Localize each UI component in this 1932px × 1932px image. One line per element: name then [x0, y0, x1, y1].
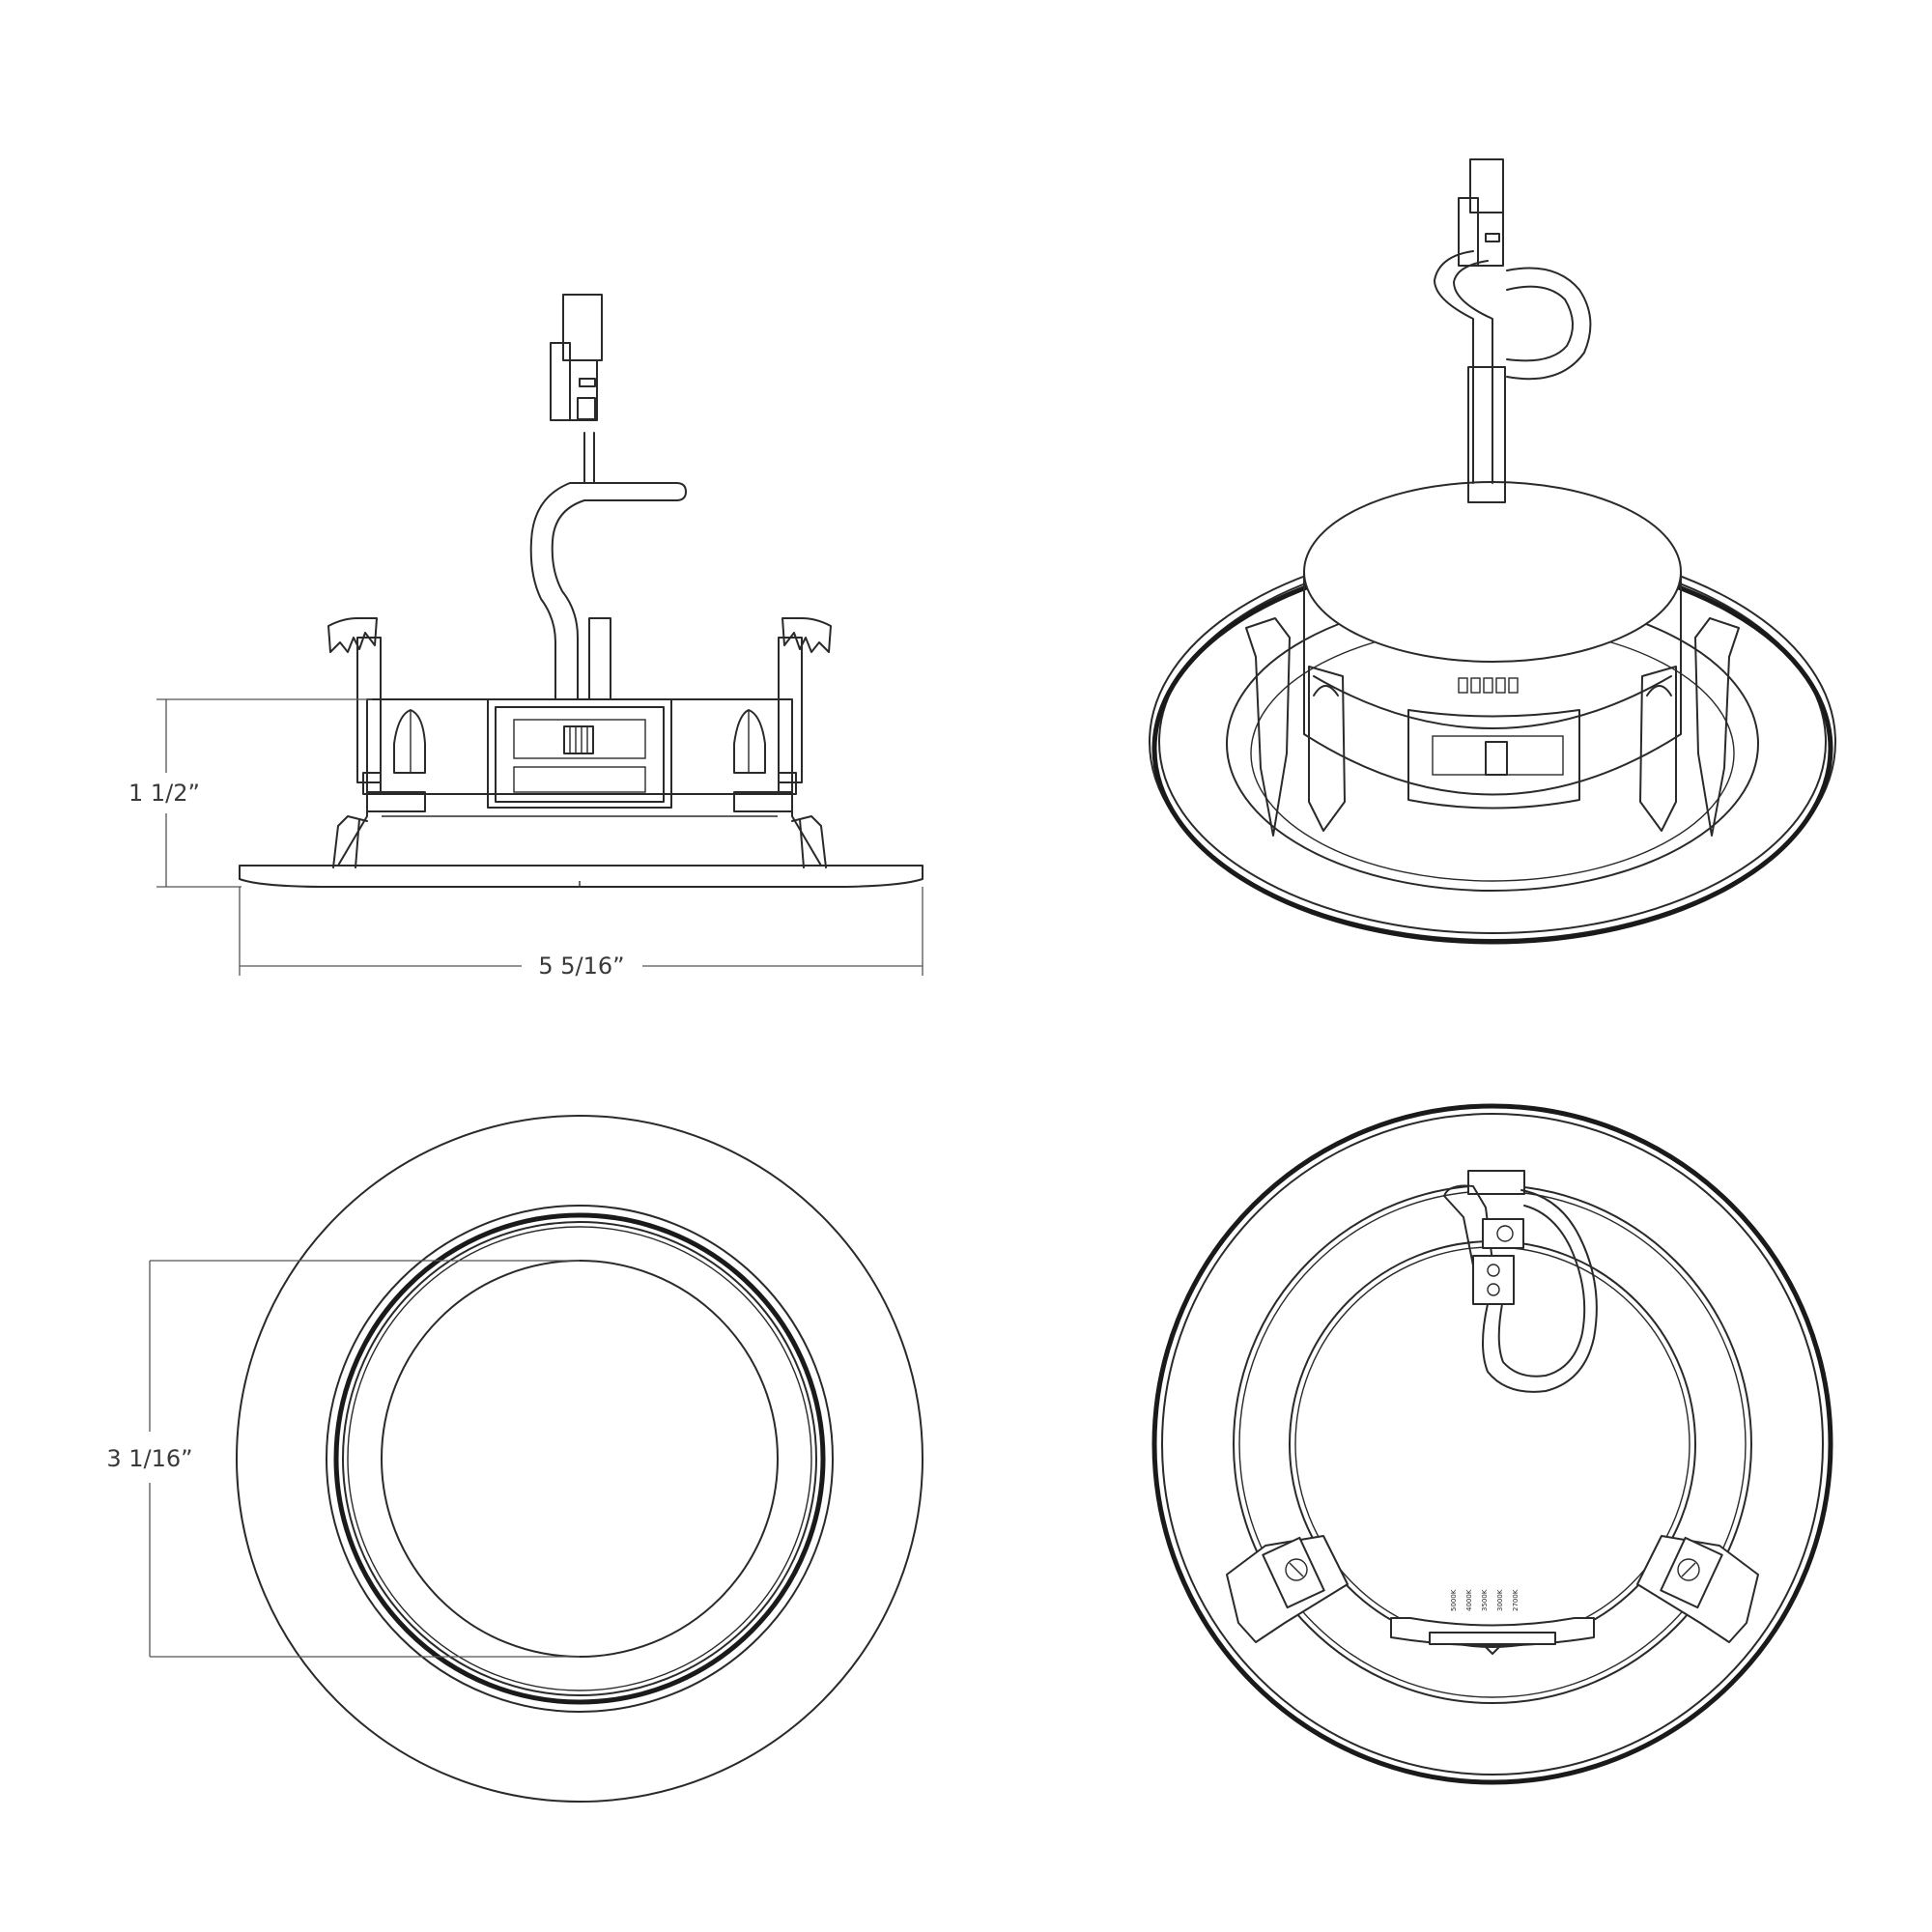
svg-text:3000K: 3000K — [1496, 1589, 1504, 1611]
width-dimension-label: 5 5/16” — [538, 952, 624, 980]
iso-power-cable — [1434, 250, 1592, 503]
aperture-dimension-label: 3 1/16” — [106, 1445, 192, 1472]
iso-switch-module — [1407, 709, 1580, 810]
svg-text:4000K: 4000K — [1465, 1589, 1473, 1611]
cct-switch-slider — [563, 725, 594, 754]
side-elevation-view: 1 1/2” 5 5/16” — [128, 294, 923, 980]
svg-text:3500K: 3500K — [1481, 1589, 1489, 1611]
rear-view: 5000K 4000K 3500K 3000K 2700K — [1151, 1103, 1833, 1785]
rear-spring-clip-right — [1636, 1535, 1759, 1643]
iso-quick-connector — [1458, 158, 1504, 267]
front-view: 3 1/16” — [106, 1115, 923, 1803]
spring-clip-right — [733, 617, 832, 868]
iso-switch-labels — [1458, 677, 1519, 694]
aperture-dimension: 3 1/16” — [106, 1260, 580, 1658]
svg-text:5000K: 5000K — [1450, 1589, 1458, 1611]
power-cable — [529, 432, 687, 700]
lens — [381, 1260, 779, 1658]
rear-switch-module: 5000K 4000K 3500K 3000K 2700K — [1390, 1589, 1595, 1655]
quick-connector — [550, 294, 603, 421]
rear-spring-clip-left — [1226, 1535, 1349, 1643]
iso-spring-clip-left — [1245, 617, 1346, 837]
iso-spring-clip-right — [1639, 617, 1740, 837]
spring-clip-left — [327, 617, 426, 868]
rear-quick-connector — [1443, 1170, 1525, 1305]
width-dimension: 5 5/16” — [239, 887, 923, 980]
cct-switch-labels: 5000K 4000K 3500K 3000K 2700K — [1450, 1589, 1520, 1611]
trim-inner-ring — [326, 1205, 834, 1713]
rear-power-cable — [1482, 1189, 1598, 1393]
isometric-view — [1149, 158, 1836, 945]
trim-outer-edge — [236, 1115, 923, 1803]
switch-module — [487, 698, 672, 809]
rear-trim-outer — [1151, 1103, 1833, 1785]
trim-flange — [239, 865, 923, 888]
iso-housing-body — [1303, 571, 1682, 796]
svg-text:2700K: 2700K — [1512, 1589, 1520, 1611]
height-dimension-label: 1 1/2” — [128, 780, 200, 807]
iso-housing-top — [1303, 481, 1682, 663]
height-dimension: 1 1/2” — [128, 698, 372, 888]
housing-lower — [337, 793, 822, 867]
